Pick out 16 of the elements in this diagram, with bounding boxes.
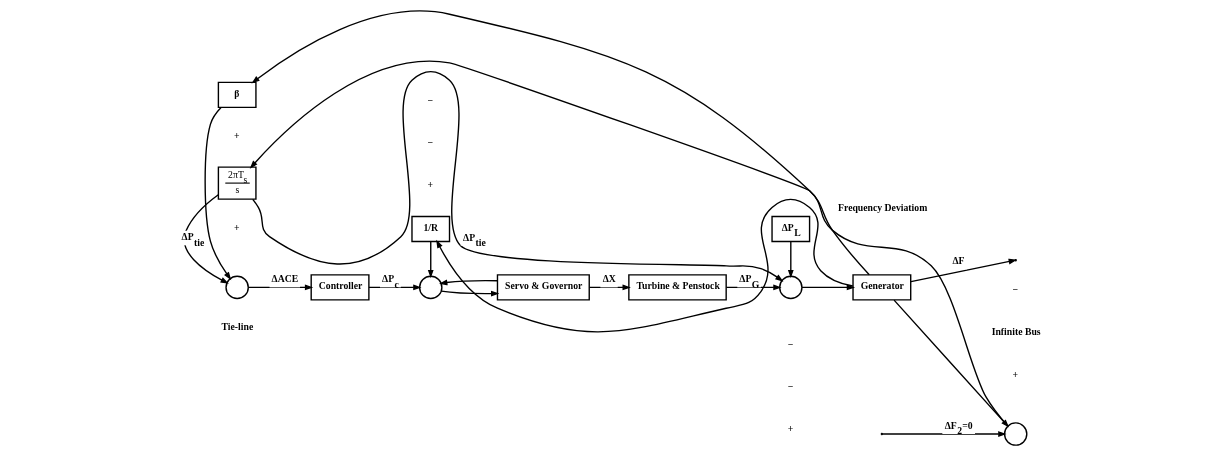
label: + [234, 221, 240, 233]
label: − [787, 338, 794, 350]
label: − [787, 381, 794, 393]
edge-label: ΔACE [271, 273, 299, 285]
label: + [787, 423, 794, 435]
label: + [1012, 368, 1019, 380]
label: Tie-line [221, 321, 254, 333]
edge-label: ΔF [952, 255, 965, 267]
label: − [1012, 283, 1019, 295]
edge-label: ΔX [602, 273, 616, 285]
label: Frequency Deviatiom [838, 202, 928, 214]
label: Infinite Bus [991, 326, 1041, 338]
label: + [234, 130, 240, 142]
label: + [427, 179, 434, 191]
label: − [427, 137, 434, 149]
label: − [427, 94, 434, 106]
